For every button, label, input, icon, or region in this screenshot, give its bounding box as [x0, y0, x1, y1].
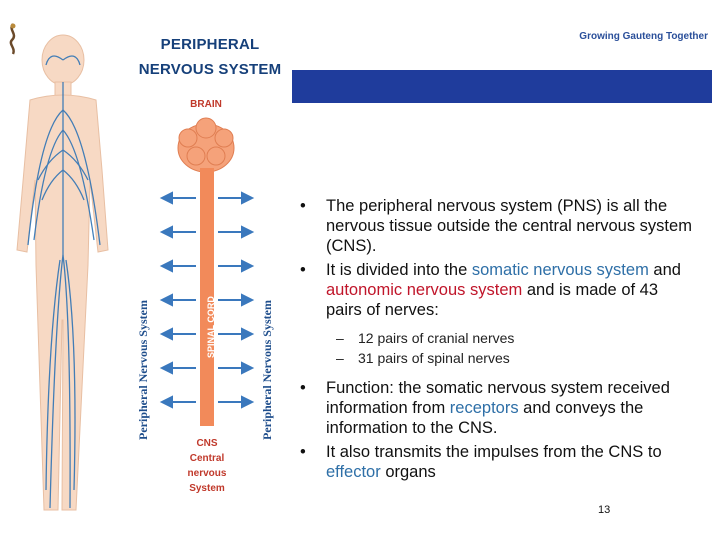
logo-icon [9, 23, 16, 55]
bullet-text: : the somatic nervous system received in… [326, 379, 670, 417]
bullet-text: and [648, 261, 681, 279]
bullet-dot: • [300, 197, 306, 215]
sub-item-text: 31 pairs of spinal nerves [358, 350, 510, 366]
somatic-term: somatic nervous system [471, 261, 649, 279]
sub-dash: – [336, 350, 344, 366]
bullet-dot: • [300, 379, 306, 397]
illustration-title-line1: PERIPHERAL [160, 36, 260, 53]
cns-label-line: Central [189, 453, 225, 464]
bullet-text: The peripheral nervous system (PNS) is a… [326, 197, 692, 255]
bullet-function: • Function: the somatic nervous system r… [298, 378, 698, 438]
bullet-transmission: • It also transmits the impulses from th… [298, 442, 698, 482]
bullet-dot: • [300, 261, 306, 279]
brain-label: BRAIN [190, 99, 222, 110]
sub-item-text: 12 pairs of cranial nerves [358, 330, 515, 346]
sub-dash: – [336, 330, 344, 346]
bullet-pns-division: • It is divided into the somatic nervous… [298, 260, 698, 320]
spinal-cord-label: SPINAL CORD [206, 296, 216, 358]
bullet-text: It is divided into the [326, 261, 472, 279]
cns-label-line: System [189, 483, 225, 494]
right-pns-label: Peripheral Nervous System [260, 300, 274, 440]
bullet-text: It also transmits the impulses from the … [326, 443, 662, 461]
nervous-system-illustration: PERIPHERAL NERVOUS SYSTEM BRAIN SPINAL C… [10, 20, 295, 525]
bullet-content: • The peripheral nervous system (PNS) is… [298, 196, 698, 486]
cns-label-line: nervous [187, 468, 227, 479]
effector-term: effector [326, 463, 381, 481]
bullet-pns-definition: • The peripheral nervous system (PNS) is… [298, 196, 698, 256]
receptors-term: receptors [449, 399, 519, 417]
bullet-text: and is made of 43 pairs of nerves: [326, 281, 659, 319]
human-body-figure [16, 34, 255, 511]
page-number: 13 [598, 504, 611, 516]
cns-label: CNS Central nervous System [186, 436, 228, 496]
header-bar [292, 70, 712, 103]
sub-item-cranial: – 12 pairs of cranial nerves [298, 328, 698, 348]
bullet-dot: • [300, 443, 306, 461]
bullet-text: and conveys the information to the CNS. [326, 399, 644, 437]
left-pns-label: Peripheral Nervous System [136, 300, 150, 440]
illustration-title-line2: NERVOUS SYSTEM [138, 61, 282, 78]
nerve-pairs-list: – 12 pairs of cranial nerves – 31 pairs … [298, 328, 698, 368]
autonomic-term: autonomic nervous system [326, 281, 523, 299]
sub-item-spinal: – 31 pairs of spinal nerves [298, 348, 698, 368]
function-heading: Function [326, 379, 390, 397]
bullet-text: organs [380, 463, 436, 481]
header-tagline: Growing Gauteng Together [579, 31, 708, 42]
cns-label-line: CNS [196, 438, 218, 449]
